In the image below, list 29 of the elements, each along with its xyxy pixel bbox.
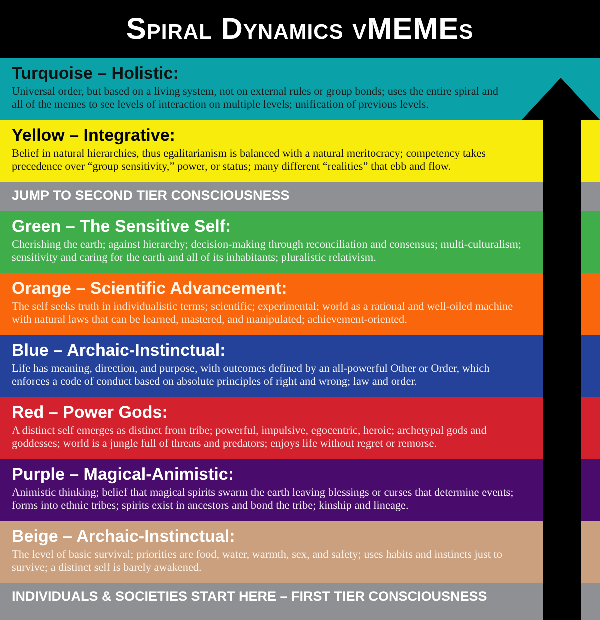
level-heading: Orange – Scientific Advancement: — [12, 279, 288, 299]
level-description: Belief in natural hierarchies, thus egalitarianism is balanced with a natural meritocracy; competency takes precedence over “group sensitivity,” power, or status; many different “realities” that ebb and flow. — [12, 148, 488, 174]
level-band — [0, 459, 600, 521]
level-description: Universal order, but based on a living system, not on external rules or group bonds; uses the entire spiral and all of the memes to see levels of interaction on multiple levels; unification of previous levels. — [12, 86, 500, 112]
level-description: The self seeks truth in individualistic terms; scientific; experimental; world as a rational and well-oiled machine with natural laws that can be learned, mastered, and manipulated; achievement-oriented. — [12, 301, 514, 327]
level-band — [0, 273, 600, 335]
level-description: Cherishing the earth; against hierarchy; decision-making through reconciliation and consensus; multi-culturalism; sensitivity and caring for the earth and all of its inhabitants; pluralistic relativism. — [12, 239, 523, 265]
level-band — [0, 397, 600, 459]
level-band — [0, 211, 600, 273]
level-heading: Beige – Archaic-Instinctual: — [12, 527, 236, 547]
level-description: A distinct self emerges as distinct from tribe; powerful, impulsive, egocentric, heroic; archetypal gods and goddesses; world is a jungle full of threats and predators; enjoys life without regret or remorse. — [12, 425, 488, 451]
level-band — [0, 521, 600, 583]
level-heading: Yellow – Integrative: — [12, 126, 176, 146]
level-heading: Red – Power Gods: — [12, 403, 168, 423]
level-band — [0, 58, 600, 120]
level-description: Life has meaning, direction, and purpose, with outcomes defined by an all-powerful Other or Order, which enforces a code of conduct based on absolute principles of right and wrong; law and order. — [12, 363, 491, 389]
level-heading: Green – The Sensitive Self: — [12, 217, 232, 237]
tier-banner-text: JUMP TO SECOND TIER CONSCIOUSNESS — [12, 188, 290, 204]
level-description: Animistic thinking; belief that magical spirits swarm the earth leaving blessings or curses that determine events; forms into ethnic tribes; spirits exist in ancestors and bond the tribe; kinship and lineage. — [12, 487, 515, 513]
level-description: The level of basic survival; priorities are food, water, warmth, sex, and safety; uses habits and instincts just to survive; a distinct self is barely awakened. — [12, 549, 504, 575]
tier-banner — [0, 182, 600, 211]
level-heading: Blue – Archaic-Instinctual: — [12, 341, 226, 361]
level-band — [0, 120, 600, 182]
level-heading: Purple – Magical-Animistic: — [12, 465, 234, 485]
tier-banner-text: INDIVIDUALS & SOCIETIES START HERE – FIRST TIER CONSCIOUSNESS — [12, 589, 488, 605]
tier-banner — [0, 583, 600, 620]
level-heading: Turquoise – Holistic: — [12, 64, 179, 84]
diagram-title: Spiral Dynamics vMEMEs — [126, 12, 474, 46]
level-band — [0, 335, 600, 397]
